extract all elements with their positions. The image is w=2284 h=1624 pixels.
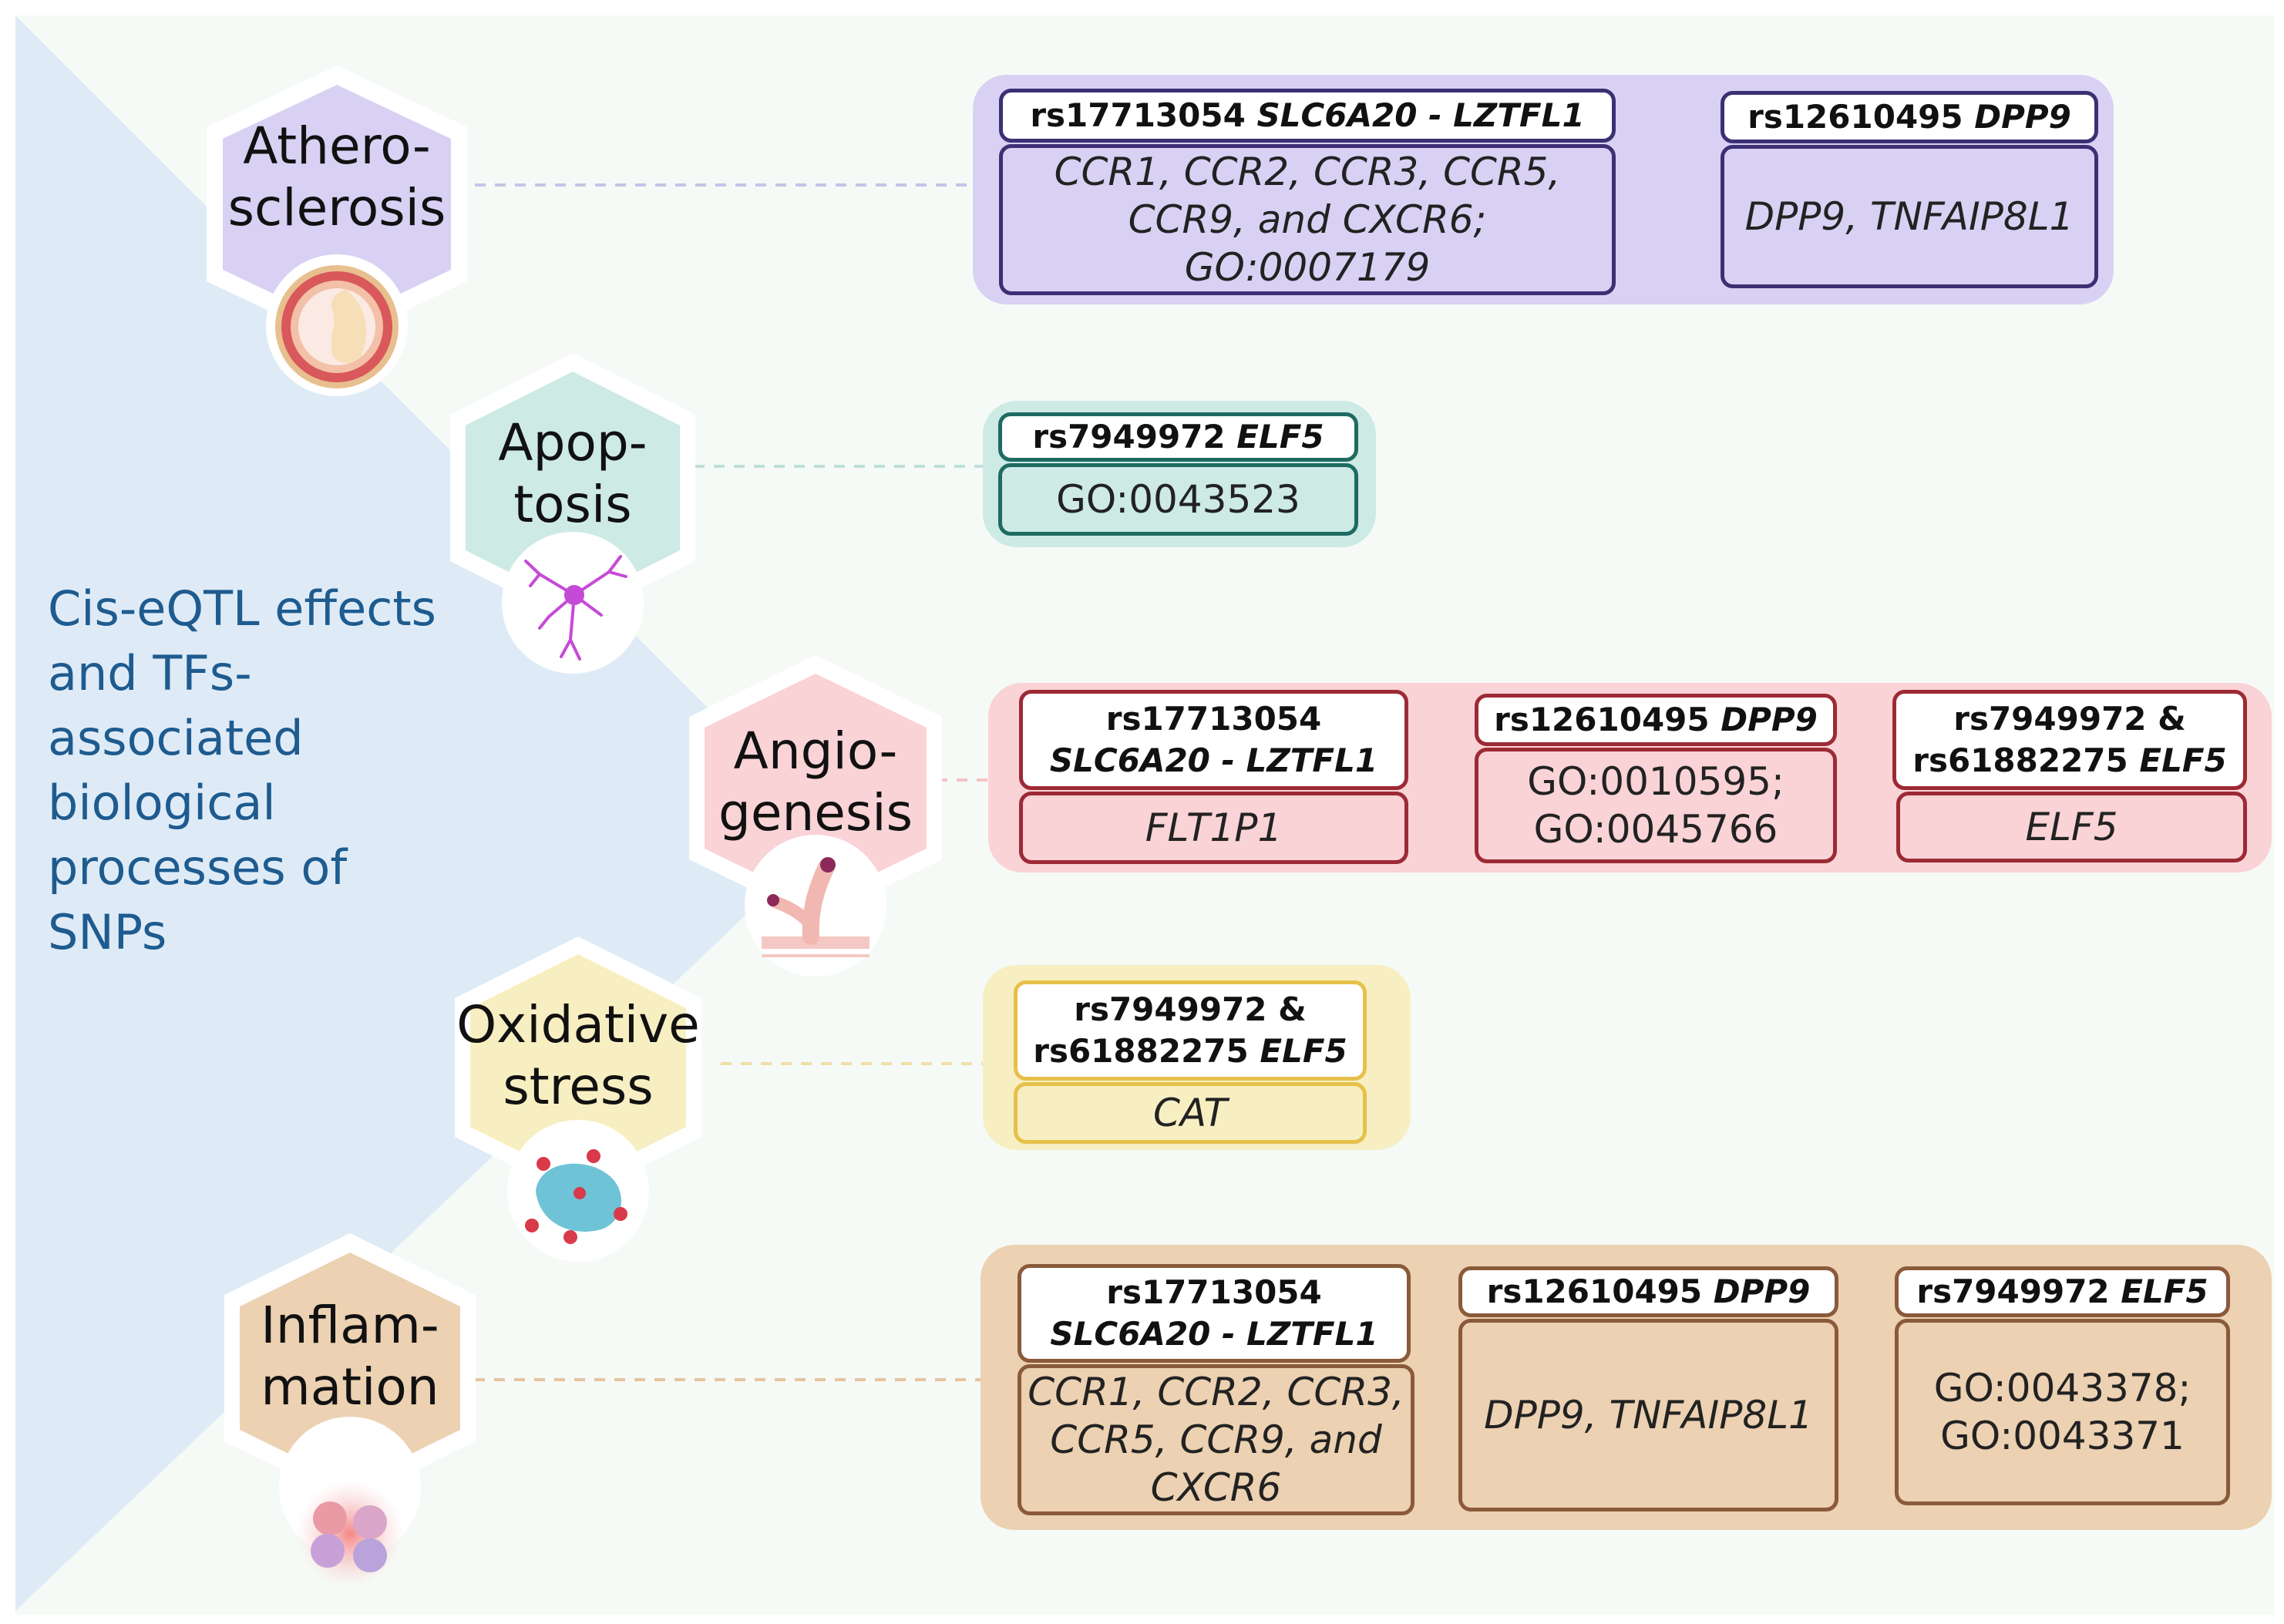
snp-box: rs7949972 &rs61882275 ELF5 [1014, 980, 1367, 1081]
hexagon-inflammation [240, 1252, 460, 1484]
hexagon-oxidative-stress [470, 954, 686, 1181]
genes-box: GO:0010595;GO:0045766 [1475, 748, 1837, 863]
genes-box: DPP9, TNFAIP8L1 [1458, 1319, 1838, 1511]
snp-box: rs12610495 DPP9 [1475, 694, 1837, 746]
label-inflammation: Inflam-mation [261, 1296, 439, 1417]
neuron-cell-icon [524, 555, 627, 661]
snp-box: rs7949972 ELF5 [998, 412, 1358, 462]
label-angiogenesis: Angio-genesis [718, 721, 913, 842]
hexagon-apoptosis [466, 372, 680, 604]
genes-box: ELF5 [1896, 792, 2247, 862]
label-atherosclerosis: Athero-sclerosis [227, 116, 446, 237]
background-wedge [15, 15, 833, 1611]
snp-box: rs12610495 DPP9 [1721, 91, 2098, 143]
snp-box: rs7949972 &rs61882275 ELF5 [1892, 690, 2247, 790]
label-apoptosis: Apop-tosis [498, 413, 648, 534]
diagram-title: Cis-eQTL effects and TFs-associated biol… [48, 580, 436, 960]
genes-box: DPP9, TNFAIP8L1 [1721, 145, 2098, 288]
genes-box: CCR1, CCR2, CCR3, CCR5,CCR9, and CXCR6;G… [999, 144, 1616, 295]
genes-box: GO:0043378;GO:0043371 [1895, 1319, 2230, 1505]
hexagon-atherosclerosis [223, 85, 451, 324]
genes-box: CAT [1014, 1082, 1367, 1144]
ros-cell-icon [525, 1149, 627, 1244]
blood-vessel-sprouting-icon [762, 857, 870, 957]
genes-box: GO:0043523 [998, 463, 1358, 536]
immune-cells-icon [296, 1480, 404, 1588]
artery-cross-section-icon [275, 265, 399, 388]
snp-box: rs12610495 DPP9 [1458, 1266, 1838, 1317]
snp-box: rs17713054 SLC6A20 - LZTFL1 [999, 89, 1616, 143]
hexagon-angiogenesis [705, 674, 927, 903]
genes-box: FLT1P1 [1019, 792, 1408, 864]
snp-box: rs7949972 ELF5 [1895, 1266, 2230, 1317]
